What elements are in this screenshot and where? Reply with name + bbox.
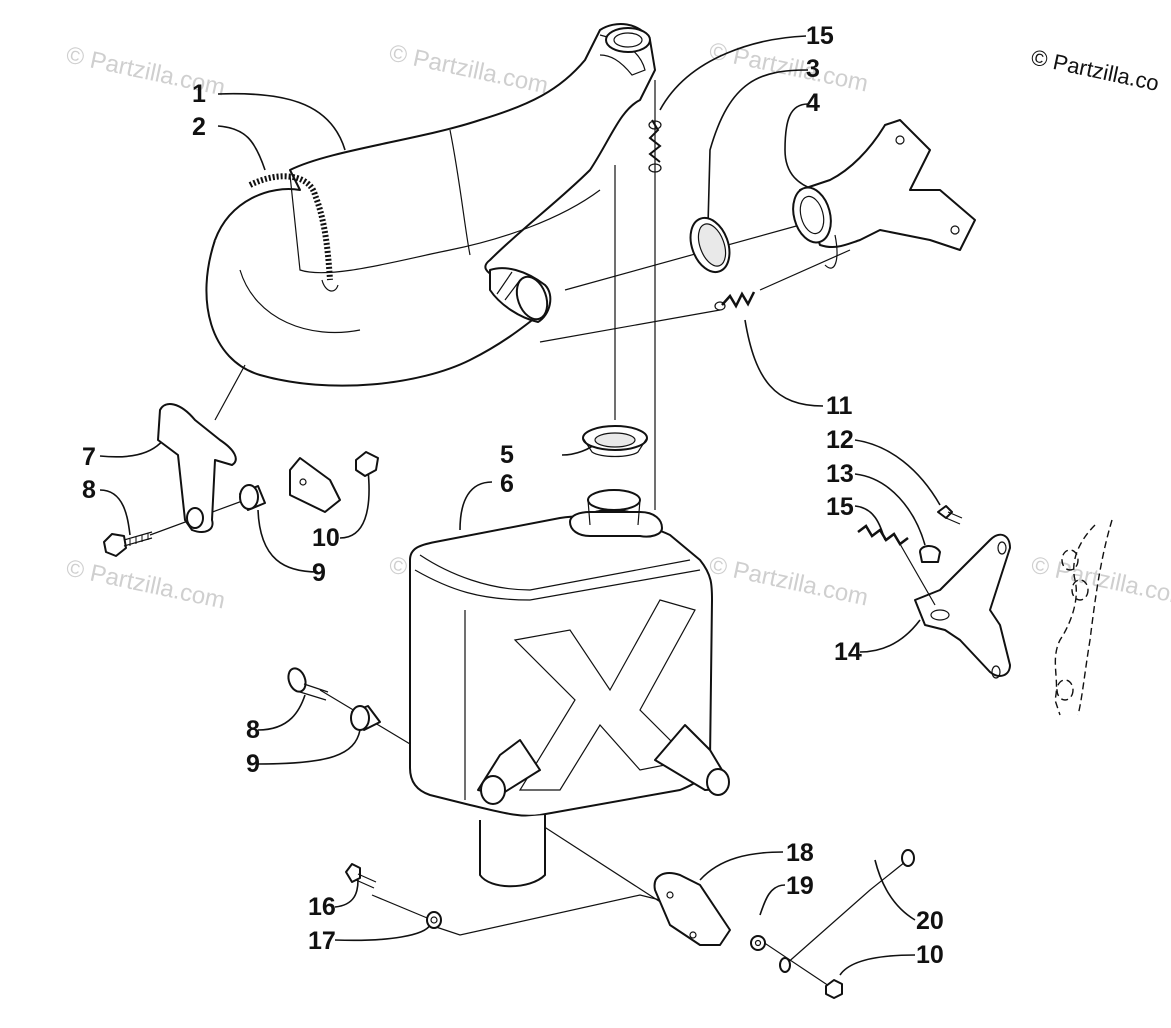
callout-6: 6	[500, 470, 514, 498]
leader-lines	[99, 35, 941, 976]
callout-14: 14	[834, 638, 862, 666]
callout-4: 4	[806, 89, 820, 117]
expansion-chamber-part	[205, 23, 656, 387]
cable-part-20	[779, 849, 915, 973]
engine-outline-dashed	[1054, 519, 1113, 716]
watermark-2: © Partzilla.com	[387, 39, 551, 99]
seal-ring-part	[689, 216, 731, 274]
plate-part-9	[289, 457, 341, 513]
callout-11: 11	[826, 392, 853, 420]
callout-9-lower: 9	[246, 750, 260, 778]
callout-2: 2	[192, 113, 206, 141]
callout-1: 1	[192, 80, 206, 108]
nut-part-10a	[355, 451, 379, 477]
bolt-part-16	[345, 863, 377, 889]
spring-part-11	[714, 291, 756, 311]
callout-10-lower: 10	[916, 941, 944, 969]
callout-8-lower: 8	[246, 716, 260, 744]
callout-8-upper: 8	[82, 476, 96, 504]
callout-7: 7	[82, 443, 96, 471]
callout-labels: 1 2 15 3 4 5 6 7 8 10 9 11 12 13 15 14 8…	[82, 22, 944, 969]
callout-10-upper: 10	[312, 524, 340, 552]
callout-15-top: 15	[806, 22, 834, 50]
callout-12: 12	[826, 426, 854, 454]
mount-bracket-part-14	[914, 533, 1011, 679]
callout-18: 18	[786, 839, 814, 867]
callout-15-right: 15	[826, 493, 854, 521]
callout-16: 16	[308, 893, 336, 921]
bolt-part-8b	[287, 667, 329, 701]
lockwasher-part-19	[750, 935, 766, 951]
bolt-part-8a	[103, 531, 153, 557]
callout-9-upper: 9	[312, 559, 326, 587]
callout-19: 19	[786, 872, 814, 900]
washer-part-17	[426, 911, 442, 929]
exhaust-manifold-part	[792, 119, 976, 269]
heat-shield-spring-part	[248, 173, 339, 292]
callout-20: 20	[916, 907, 944, 935]
bushing-part-9b	[350, 705, 381, 731]
bracket-part-18	[653, 872, 731, 946]
nut-part-10b	[825, 979, 843, 999]
plug-part-13	[919, 545, 941, 563]
spring-part-top	[648, 119, 662, 173]
watermark-6: © Partzilla.com	[707, 551, 871, 611]
watermark-7: © Partzilla.com	[1029, 551, 1171, 611]
callout-5: 5	[500, 441, 514, 469]
watermark-3: © Partzilla.com	[707, 37, 871, 97]
bolt-part-12	[937, 505, 963, 525]
copyright-text: © Partzilla.co	[1029, 44, 1161, 95]
callout-13: 13	[826, 460, 854, 488]
muffler-part	[409, 489, 730, 888]
watermark-4: © Partzilla.com	[64, 554, 228, 614]
callout-3: 3	[806, 55, 820, 83]
callout-17: 17	[308, 927, 336, 955]
bushing-part-9a	[239, 484, 266, 511]
bracket-part-7	[157, 403, 237, 533]
spring-part-15b	[857, 524, 936, 606]
grommet-part-5	[582, 425, 648, 458]
